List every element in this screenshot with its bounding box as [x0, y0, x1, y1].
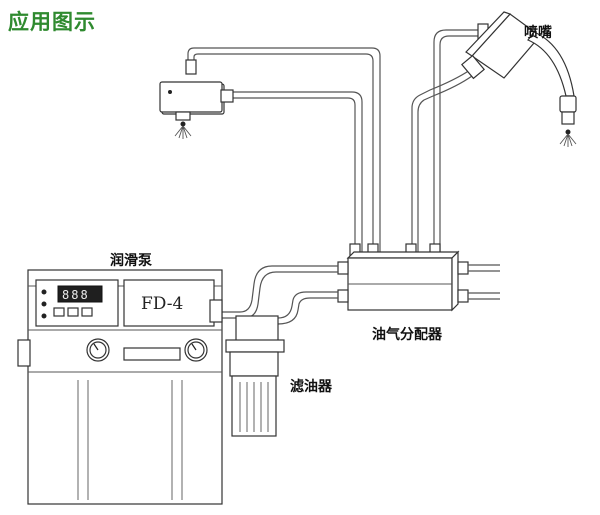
- pipe-right-nozzle: [411, 29, 478, 256]
- pump-digital-display: 888: [62, 288, 90, 302]
- spray-head-left: [159, 59, 234, 139]
- pipe-pump-feed: [222, 265, 338, 325]
- pipe-left-nozzle: [187, 47, 381, 256]
- oil-filter: [225, 315, 285, 437]
- pipe-outlets: [468, 264, 500, 300]
- pump-model-label: FD-4: [141, 294, 183, 314]
- label-oil-air-distributor: 油气分配器: [372, 327, 442, 343]
- label-nozzle: 喷嘴: [524, 25, 552, 41]
- lubrication-pump: [17, 269, 223, 505]
- page-title: 应用图示: [8, 10, 96, 34]
- oil-air-distributor: [337, 243, 469, 312]
- label-lubrication-pump: 润滑泵: [110, 253, 152, 269]
- label-oil-filter: 滤油器: [290, 379, 332, 395]
- nozzle-right: [461, 11, 577, 147]
